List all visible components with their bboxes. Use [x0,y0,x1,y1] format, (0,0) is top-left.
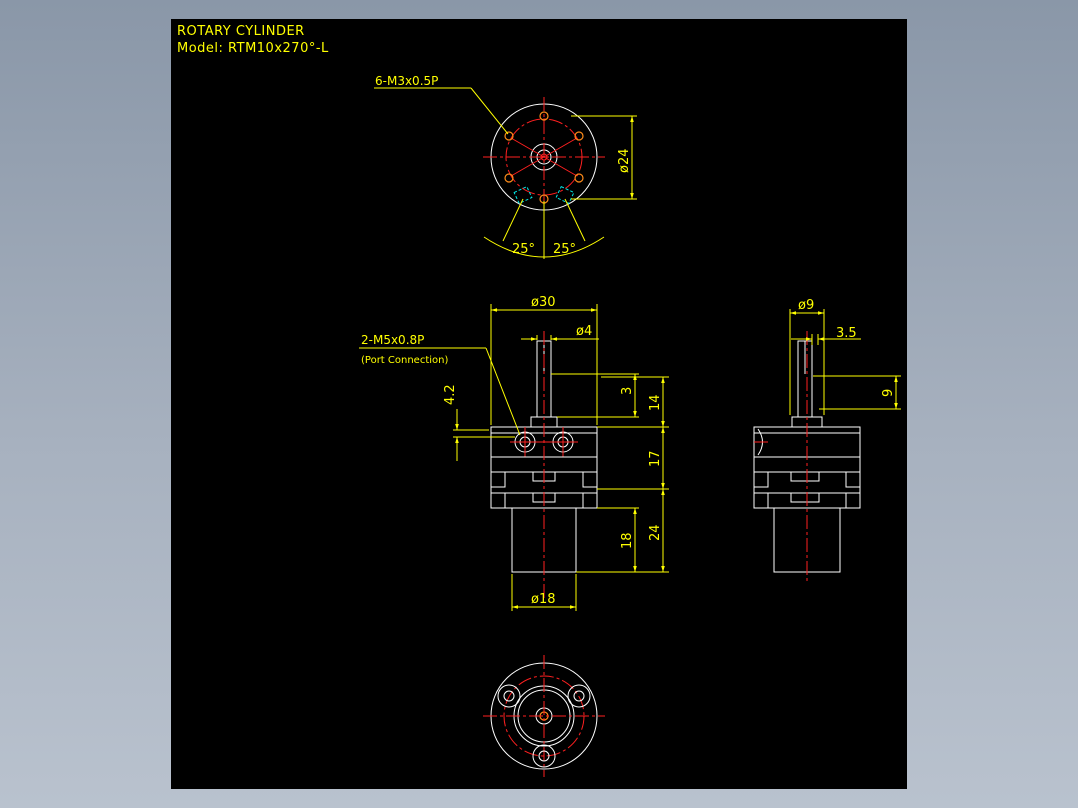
dim-body-height: 17 [648,450,663,467]
side-view: ø9 3.5 9 [753,298,901,581]
dim-base-height-24: 24 [648,524,663,541]
dim-side-length: 9 [881,389,896,397]
hidden-port-left [513,185,533,205]
diag-centerline-b [510,137,578,177]
drawing-sheet: ROTARY CYLINDER Model: RTM10x270°-L [171,19,907,789]
dim-base-diameter: ø18 [531,592,556,607]
dim-angle-left: 25° [512,242,535,257]
dim-body-diameter: ø30 [531,295,556,310]
dim-base-height-18: 18 [620,532,635,549]
drawing-title: ROTARY CYLINDER [177,24,305,39]
top-view: ø24 6-M3x0.5P 25° 25° [374,74,637,259]
dim-shaft-flat: 3 [620,387,635,395]
hidden-port-right [555,185,575,205]
bottom-view [483,655,605,777]
label-top-holes: 6-M3x0.5P [375,74,438,88]
dim-shaft-diameter: ø4 [576,324,592,339]
model-label: Model: RTM10x270°-L [177,41,329,56]
dim-side-diameter: ø9 [798,298,814,313]
dim-port-offset: 4.2 [443,384,458,405]
label-port-thread: 2-M5x0.8P [361,333,424,347]
dim-top-diameter: ø24 [617,149,632,174]
dim-shaft-length: 14 [648,394,663,411]
front-view: ø30 ø4 2-M5x0.8P (Port Connection) 4.2 3 [359,295,669,611]
label-port-note: (Port Connection) [361,355,448,366]
dim-side-flat: 3.5 [836,326,857,341]
cad-drawing: ø24 6-M3x0.5P 25° 25° [359,74,901,777]
dim-angle-right: 25° [553,242,576,257]
bottom-mounting-holes [497,684,591,768]
